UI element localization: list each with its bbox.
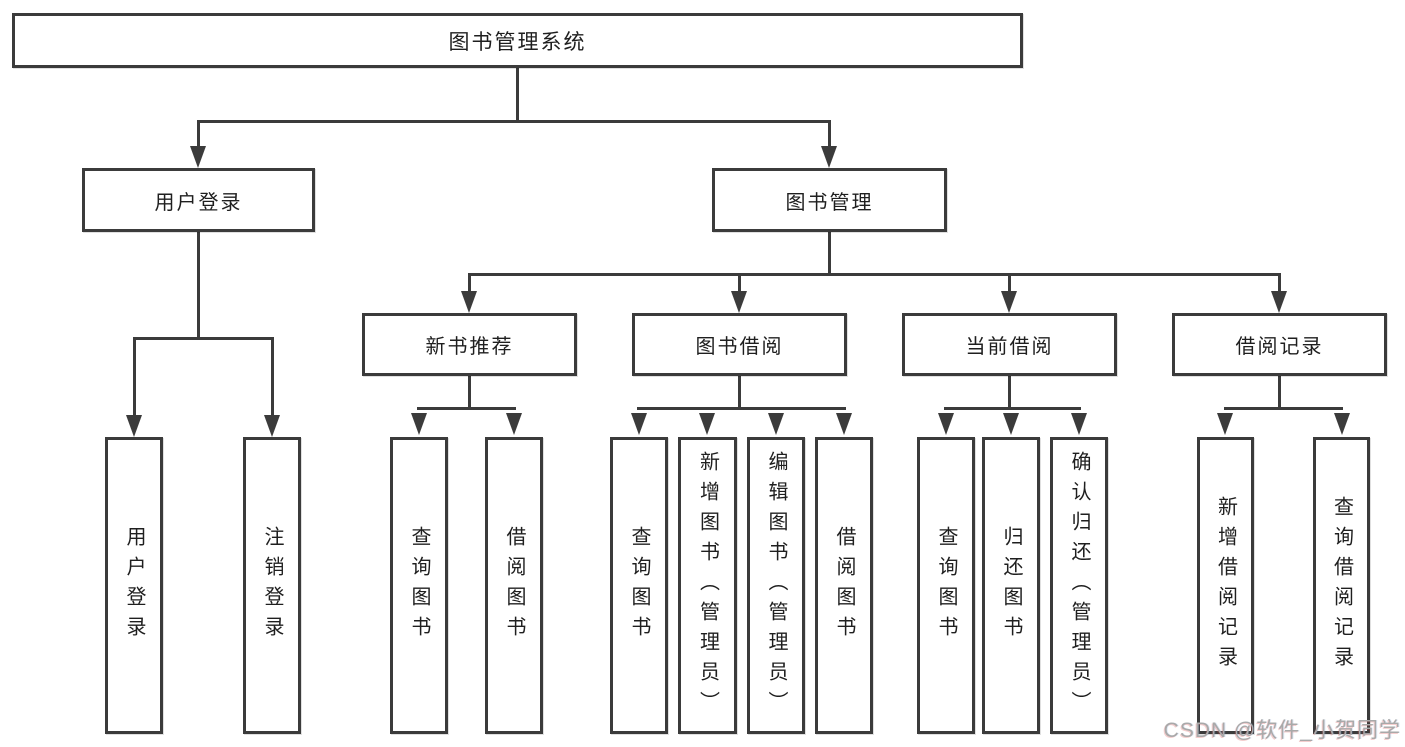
leaf-logout: 注销登录 xyxy=(243,437,301,734)
leaf-query-borrow-record: 查询借阅记录 xyxy=(1313,437,1370,734)
connector-line xyxy=(1008,376,1011,407)
leaf-query-book-current: 查询图书 xyxy=(917,437,975,734)
connector-line xyxy=(738,273,741,295)
leaf-label: 归还图书 xyxy=(1000,525,1022,646)
arrowhead-icon xyxy=(1003,413,1019,435)
node-new-book-recommendation: 新书推荐 xyxy=(362,313,577,376)
leaf-query-book-recommend: 查询图书 xyxy=(390,437,448,734)
arrowhead-icon xyxy=(821,146,837,168)
connector-line xyxy=(468,273,471,295)
arrowhead-icon xyxy=(1334,413,1350,435)
leaf-label: 确认归还（管理员） xyxy=(1068,450,1090,721)
arrowhead-icon xyxy=(1001,291,1017,313)
connector-line xyxy=(133,337,136,419)
connector-line xyxy=(197,120,831,123)
leaf-add-book-admin: 新增图书（管理员） xyxy=(678,437,737,734)
leaf-label: 查询借阅记录 xyxy=(1330,495,1353,676)
node-label: 新书推荐 xyxy=(425,336,514,358)
arrowhead-icon xyxy=(836,413,852,435)
connector-line xyxy=(516,68,519,120)
connector-line xyxy=(197,120,200,150)
leaf-edit-book-admin: 编辑图书（管理员） xyxy=(747,437,805,734)
leaf-user-login: 用户登录 xyxy=(105,437,163,734)
leaf-query-book-borrow: 查询图书 xyxy=(610,437,668,734)
node-borrowing-records: 借阅记录 xyxy=(1172,313,1387,376)
watermark: CSDN @软件_小贺同学 xyxy=(1163,719,1401,742)
connector-line xyxy=(637,407,846,410)
connector-line xyxy=(197,232,200,337)
leaf-borrow-book: 借阅图书 xyxy=(815,437,873,734)
connector-line xyxy=(468,273,1281,276)
leaf-label: 查询图书 xyxy=(408,525,430,646)
connector-line xyxy=(133,337,274,340)
connector-line xyxy=(1008,273,1011,295)
leaf-label: 查询图书 xyxy=(628,525,650,646)
connector-line xyxy=(271,337,274,419)
arrowhead-icon xyxy=(506,413,522,435)
node-label: 借阅记录 xyxy=(1235,336,1324,358)
leaf-confirm-return-admin: 确认归还（管理员） xyxy=(1050,437,1108,734)
connector-line xyxy=(468,376,471,407)
leaf-label: 编辑图书（管理员） xyxy=(765,450,787,721)
connector-line xyxy=(1224,407,1343,410)
leaf-add-borrow-record: 新增借阅记录 xyxy=(1197,437,1254,734)
arrowhead-icon xyxy=(190,146,206,168)
node-label: 图书管理 xyxy=(785,191,874,214)
node-book-borrowing: 图书借阅 xyxy=(632,313,847,376)
connector-line xyxy=(828,120,831,150)
connector-line xyxy=(944,407,1081,410)
node-current-borrowing: 当前借阅 xyxy=(902,313,1117,376)
arrowhead-icon xyxy=(1217,413,1233,435)
arrowhead-icon xyxy=(1071,413,1087,435)
connector-line xyxy=(738,376,741,407)
arrowhead-icon xyxy=(631,413,647,435)
arrowhead-icon xyxy=(938,413,954,435)
leaf-label: 用户登录 xyxy=(123,525,145,646)
leaf-borrow-book-recommend: 借阅图书 xyxy=(485,437,543,734)
leaf-label: 借阅图书 xyxy=(503,525,525,646)
connector-line xyxy=(828,232,831,273)
arrowhead-icon xyxy=(126,415,142,437)
node-label: 图书借阅 xyxy=(695,336,784,358)
node-root: 图书管理系统 xyxy=(12,13,1023,68)
leaf-label: 新增图书（管理员） xyxy=(696,450,719,721)
arrowhead-icon xyxy=(731,291,747,313)
arrowhead-icon xyxy=(411,413,427,435)
node-user-login: 用户登录 xyxy=(82,168,315,232)
arrowhead-icon xyxy=(768,413,784,435)
connector-line xyxy=(417,407,516,410)
leaf-label: 注销登录 xyxy=(261,525,283,646)
node-root-label: 图书管理系统 xyxy=(448,30,587,54)
arrowhead-icon xyxy=(699,413,715,435)
arrowhead-icon xyxy=(461,291,477,313)
connector-line xyxy=(1278,376,1281,407)
node-label: 当前借阅 xyxy=(965,336,1054,358)
leaf-label: 新增借阅记录 xyxy=(1214,495,1237,676)
leaf-return-book: 归还图书 xyxy=(982,437,1040,734)
leaf-label: 查询图书 xyxy=(935,525,957,646)
arrowhead-icon xyxy=(1271,291,1287,313)
arrowhead-icon xyxy=(264,415,280,437)
leaf-label: 借阅图书 xyxy=(833,525,855,646)
connector-line xyxy=(1278,273,1281,295)
node-label: 用户登录 xyxy=(154,191,243,214)
node-book-management: 图书管理 xyxy=(712,168,947,232)
